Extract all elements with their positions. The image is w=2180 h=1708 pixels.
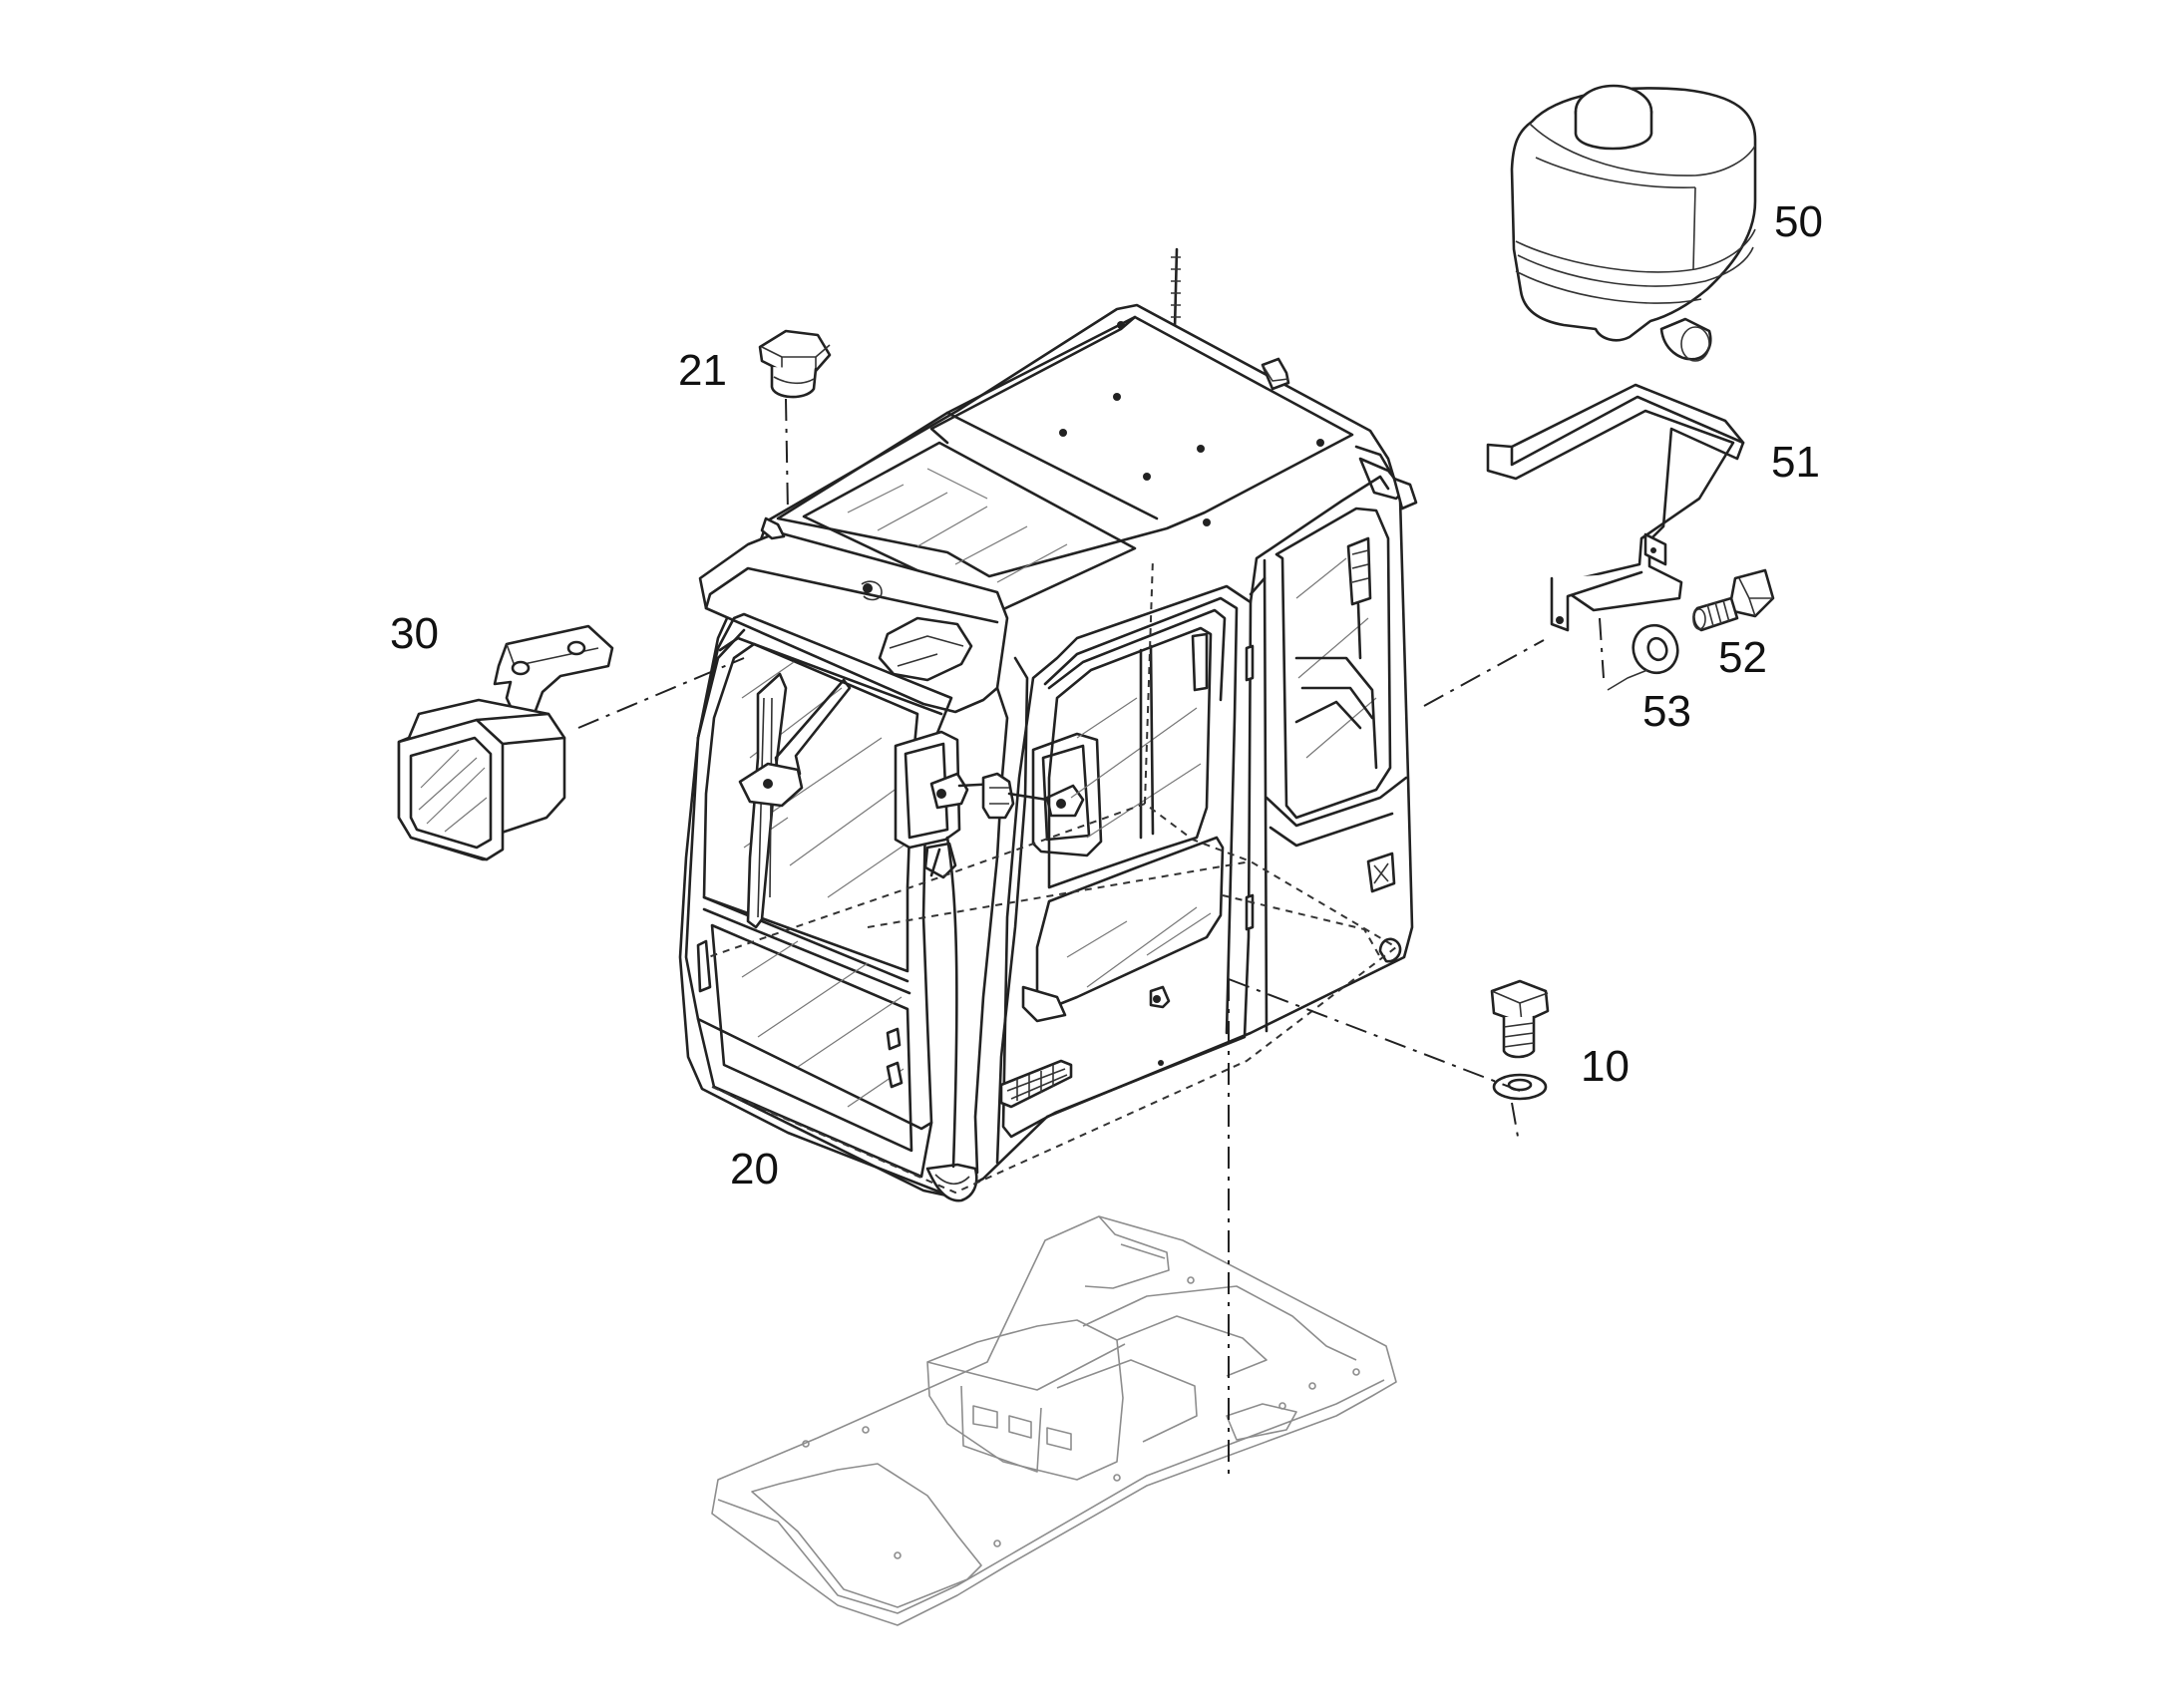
callout-10: 10 xyxy=(1581,1042,1630,1091)
callout-20: 20 xyxy=(730,1145,779,1194)
work-light-part-30 xyxy=(397,624,614,861)
callout-50: 50 xyxy=(1774,197,1823,246)
callout-52: 52 xyxy=(1718,633,1767,682)
reservoir-tank-part xyxy=(1510,84,1757,362)
bolt-part-52 xyxy=(1692,568,1775,632)
leader-53 xyxy=(1607,669,1648,691)
tank-bracket-part xyxy=(1486,383,1745,632)
cab-floor-plate xyxy=(711,1215,1397,1626)
plug-part-21 xyxy=(758,329,832,399)
callout-21: 21 xyxy=(678,346,727,395)
callout-30: 30 xyxy=(390,609,439,658)
callout-51: 51 xyxy=(1771,438,1820,487)
operator-cab-part-20 xyxy=(678,247,1418,1202)
assembly-lines xyxy=(577,398,1605,1476)
bolt-part-10 xyxy=(1490,979,1550,1101)
washer-part-53 xyxy=(1632,623,1679,675)
callout-53: 53 xyxy=(1642,687,1691,736)
